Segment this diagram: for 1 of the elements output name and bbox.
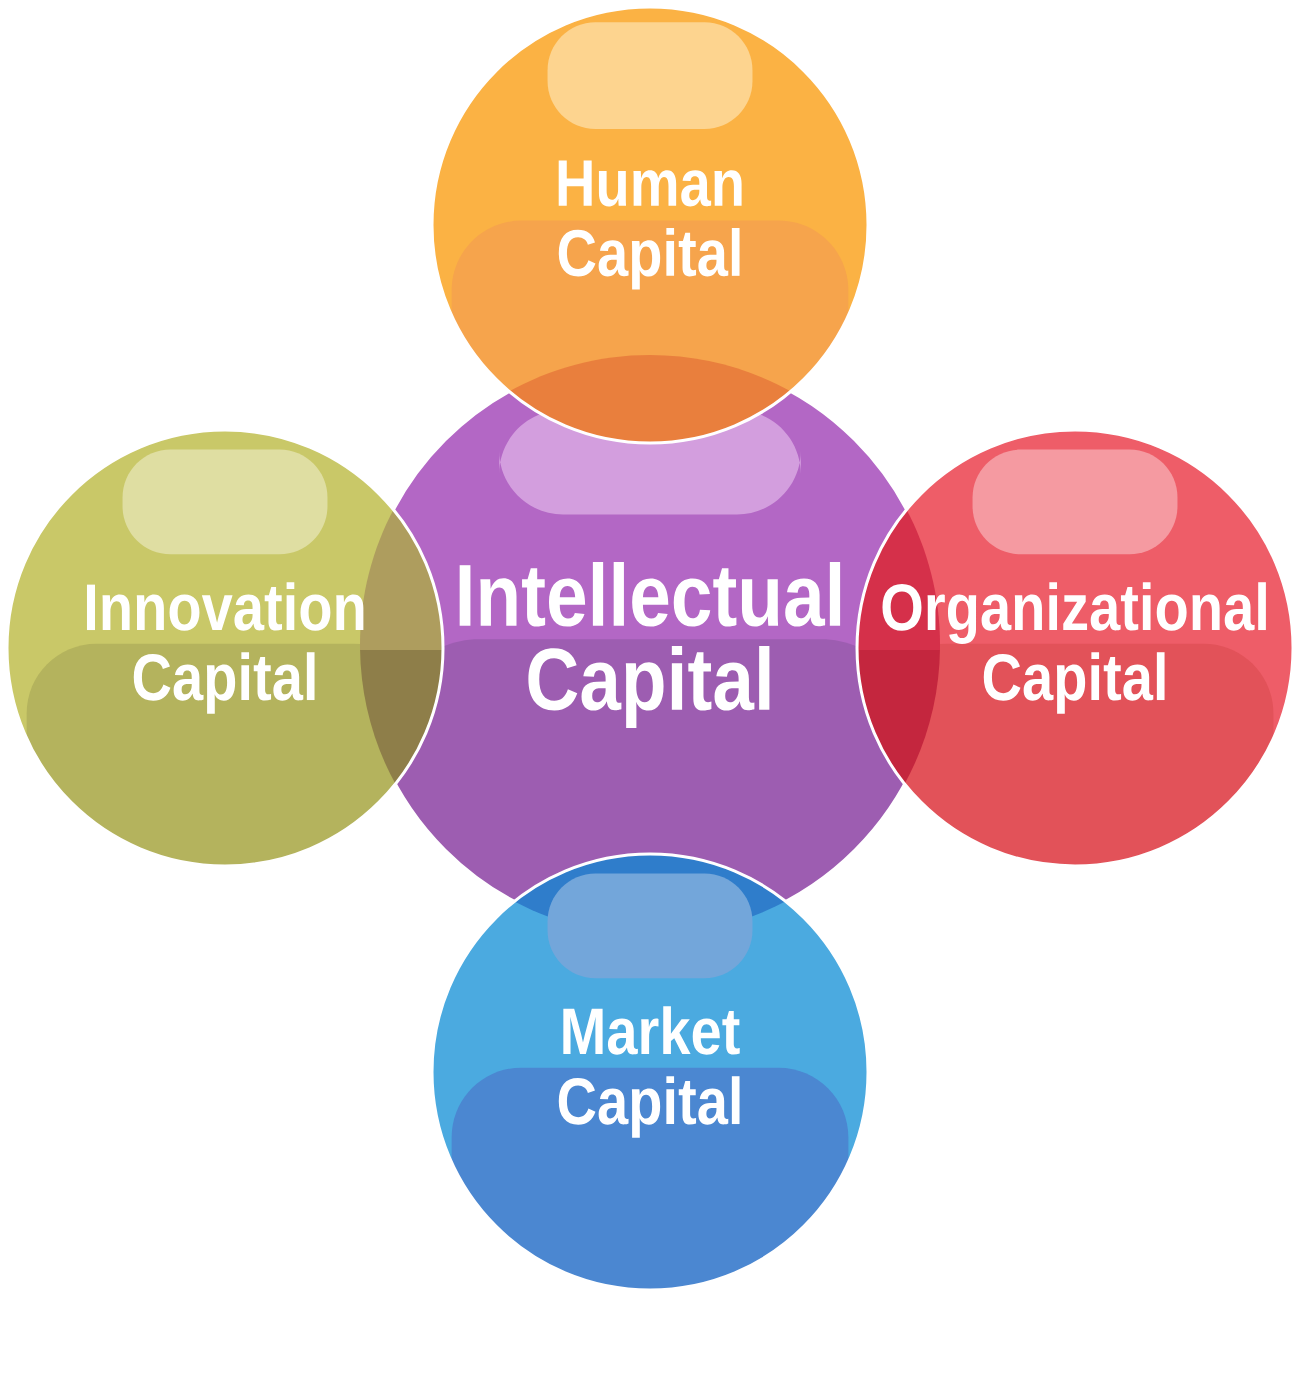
circle-node: Market Capital [430,852,870,1292]
